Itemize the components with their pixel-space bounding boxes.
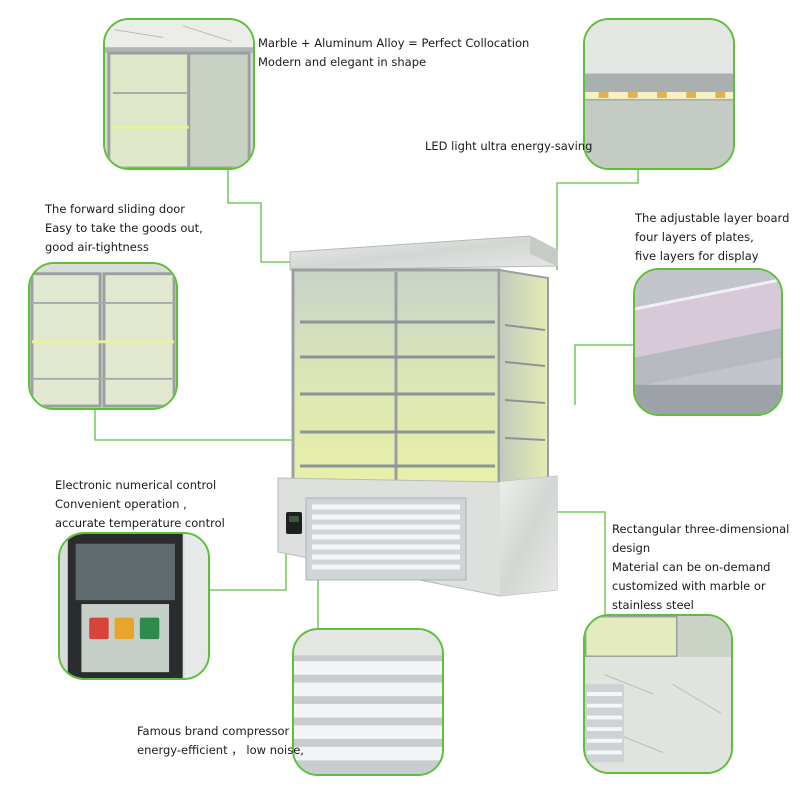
control-panel [286,512,302,534]
caption-line: design [612,541,651,555]
caption-line: Easy to take the goods out, [45,221,203,235]
marble-top-slab [289,235,558,271]
caption-line: good air-tightness [45,240,149,254]
caption-design: Rectangular three-dimensional design Mat… [612,520,789,615]
caption-line: accurate temperature control [55,516,225,530]
connector-layer-board [574,344,635,405]
photo-design [583,614,733,774]
caption-line: LED light ultra energy-saving [425,139,593,153]
caption-line: The adjustable layer board [635,211,790,225]
caption-line: energy-efficient ， low noise, [137,743,304,757]
photo-led-light [583,18,735,170]
photo-numerical-control [58,532,210,680]
photo-layer-board [633,268,783,416]
base-vents [312,504,460,570]
caption-numerical-control: Electronic numerical control Convenient … [55,476,225,533]
caption-led-light: LED light ultra energy-saving [425,137,592,156]
connector-marble-top [227,168,290,263]
photo-sliding-door [28,262,178,410]
glass-side [498,268,549,490]
caption-sliding-door: The forward sliding door Easy to take th… [45,200,203,257]
caption-line: Marble + Aluminum Alloy = Perfect Colloc… [258,36,530,50]
connector-led-light [556,168,639,270]
caption-marble-top: Marble + Aluminum Alloy = Perfect Colloc… [258,34,529,72]
caption-line: Modern and elegant in shape [258,55,427,69]
caption-line: Electronic numerical control [55,478,217,492]
photo-marble-top [103,18,255,170]
caption-line: Famous brand compressor [137,724,290,738]
caption-line: Material can be on-demand [612,560,771,574]
caption-line: stainless steel [612,598,694,612]
caption-line: four layers of plates, [635,230,754,244]
caption-line: Rectangular three-dimensional [612,522,790,536]
caption-line: customized with marble or [612,579,766,593]
shelves [300,320,495,468]
photo-compressor [292,628,444,776]
caption-line: five layers for display [635,249,759,263]
caption-compressor: Famous brand compressor energy-efficient… [137,722,304,760]
caption-line: Convenient operation , [55,497,187,511]
caption-line: The forward sliding door [45,202,186,216]
caption-layer-board: The adjustable layer board four layers o… [635,209,789,266]
